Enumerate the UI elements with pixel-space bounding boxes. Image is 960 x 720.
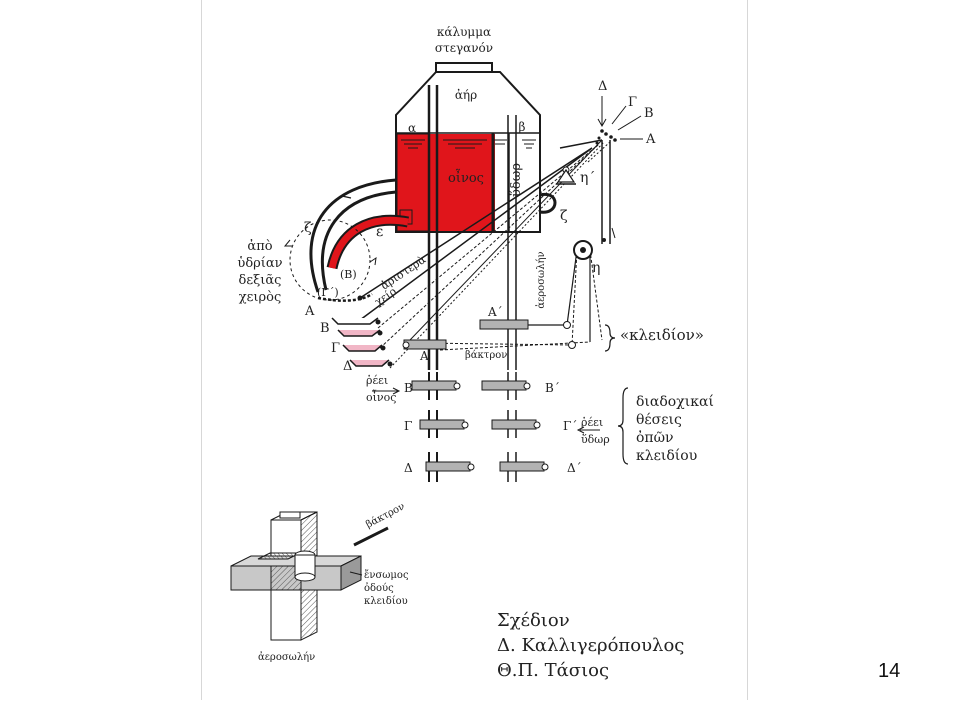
zeta-loop <box>539 192 557 214</box>
strings <box>359 139 611 369</box>
label-B: Β <box>320 321 330 336</box>
label-from-right-hand-1: ἀπὸ <box>247 239 272 254</box>
key-valve-main <box>402 319 576 350</box>
label-flows-wine-1: ῥέει <box>366 374 388 387</box>
label-eta: η <box>592 260 600 276</box>
page-number: 14 <box>878 660 901 682</box>
label-positions-1: διαδοχικαί <box>636 393 714 410</box>
label-positions-2: θέσεις <box>636 411 682 428</box>
label-D-prime: Δ΄ <box>567 461 582 475</box>
label-B-prime: Β΄ <box>545 381 560 395</box>
successive-positions <box>372 372 629 482</box>
label-from-right-hand-3: δεξιᾶς <box>239 273 282 288</box>
label-G-circle: (Γ΄) <box>317 286 339 299</box>
label-left-hand: ἀριστερὰ <box>378 253 428 293</box>
label-row-G: Γ <box>404 419 412 433</box>
label-hand: χείρ <box>372 285 398 309</box>
label-top-A: Α <box>645 132 656 147</box>
label-cover-1: κάλυμμα <box>437 25 491 39</box>
label-air: ἀήρ <box>455 88 477 102</box>
pulley-eta <box>573 240 593 260</box>
label-positions-4: κλειδίου <box>636 447 697 464</box>
label-wine: οἶνος <box>448 169 484 186</box>
credits-line-1: Σχέδιον <box>497 610 570 631</box>
left-lever <box>317 292 393 367</box>
label-beta: β <box>519 120 526 134</box>
label-alpha: α <box>408 121 416 135</box>
label-flows-wine-2: οἶνος <box>366 389 396 404</box>
label-key: «κλειδίον» <box>620 326 704 344</box>
label-detail-embedded-2: ὀδούς <box>364 583 394 594</box>
label-row-D: Δ <box>404 461 413 475</box>
credits-line-2: Δ. Καλλιγερόπουλος <box>497 635 685 656</box>
label-from-right-hand-4: χειρὸς <box>239 290 281 305</box>
label-detail-embedded-3: κλειδίου <box>364 596 408 607</box>
label-A: Α <box>304 304 315 319</box>
epsilon-pipe <box>328 216 409 269</box>
label-row-B: Β <box>404 381 413 395</box>
label-epsilon: ε <box>376 224 383 240</box>
label-detail-embedded-1: ἔνσωμος <box>364 570 409 581</box>
vessel <box>395 62 541 370</box>
pivot-eta-prime <box>556 166 576 185</box>
label-rod: βάκτρον <box>465 350 507 361</box>
detail-3d <box>230 511 389 641</box>
label-water: ὕδωρ <box>509 163 524 197</box>
label-zeta-right: ζ <box>560 208 568 224</box>
label-positions-3: ὀπῶν <box>636 429 674 446</box>
label-D: Δ <box>343 359 352 374</box>
credits: Σχέδιον Δ. Καλλιγερόπουλος Θ.Π. Τάσιος <box>497 608 684 683</box>
label-key-A: Α <box>419 349 429 363</box>
label-zeta: ζ <box>304 220 312 236</box>
label-from-right-hand-2: ὑδρίαν <box>237 256 282 271</box>
label-top-G: Γ <box>628 95 637 110</box>
label-cover-2: στεγανόν <box>435 41 493 55</box>
label-eta-prime: η΄ <box>580 170 595 186</box>
label-A-prime: Α΄ <box>487 305 503 319</box>
label-detail-air-tube: ἀεροσωλήν <box>258 652 315 663</box>
label-detail-rod: βάκτρον <box>364 501 407 531</box>
label-G: Γ <box>331 341 340 356</box>
label-air-tube: ἀεροσωλήν <box>536 251 547 308</box>
label-top-B: Β <box>644 106 654 121</box>
credits-line-3: Θ.Π. Τάσιος <box>497 660 610 681</box>
label-G-prime: Γ΄ <box>563 419 577 433</box>
label-top-D: Δ <box>598 79 607 94</box>
label-flows-water-2: ὕδωρ <box>581 433 610 446</box>
label-B-circle: (Β) <box>340 268 357 281</box>
label-flows-water-1: ῥέει <box>581 416 603 429</box>
